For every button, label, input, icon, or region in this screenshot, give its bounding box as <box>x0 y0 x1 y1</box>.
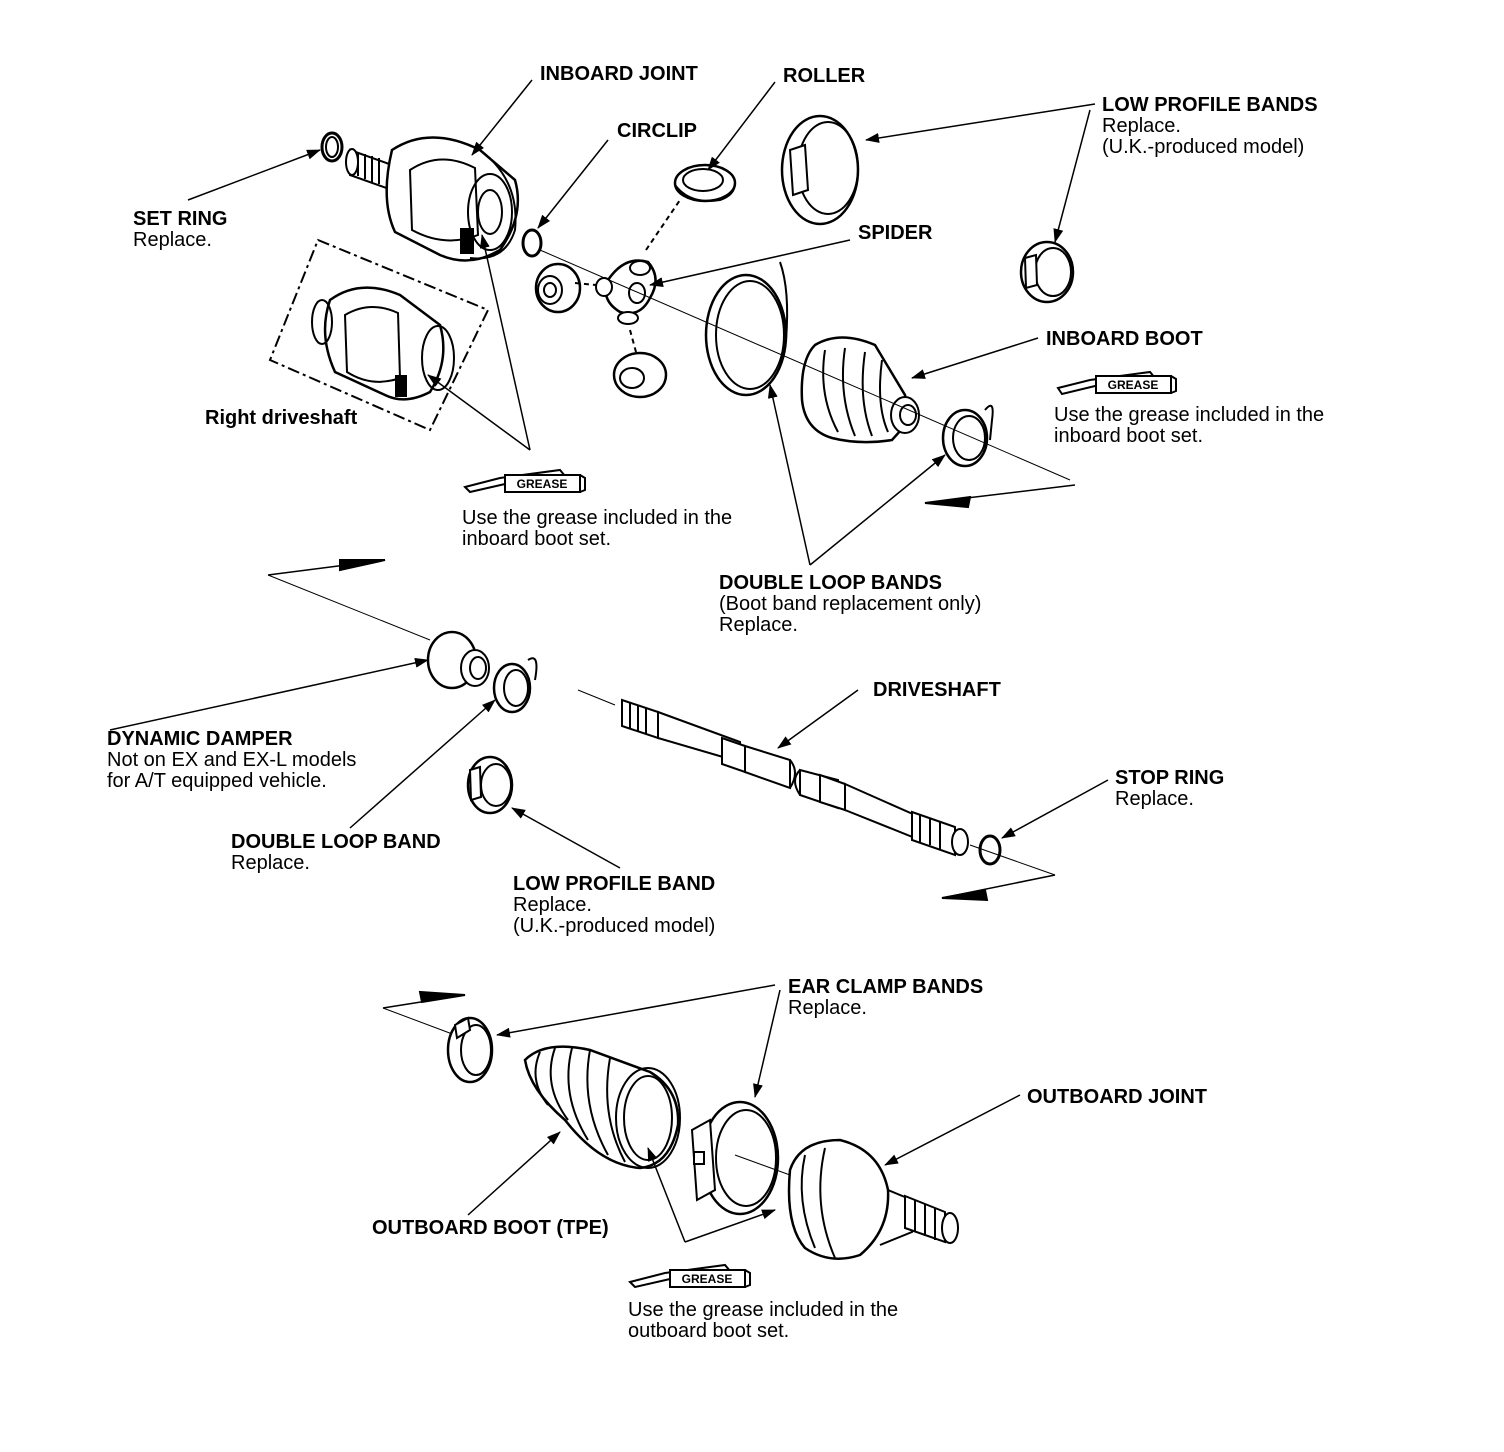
double-loop-band-mid <box>492 657 538 714</box>
ear-clamp-band-small <box>446 1016 494 1084</box>
inboard-joint-part <box>345 136 520 262</box>
spider-bearing-bottom <box>612 351 668 399</box>
right-driveshaft-inset <box>268 238 490 432</box>
outboard-boot-part <box>523 1045 681 1170</box>
label-inboard-boot: INBOARD BOOT <box>1046 328 1203 350</box>
circlip-part <box>521 228 543 258</box>
label-inboard-joint: INBOARD JOINT <box>540 63 698 85</box>
dynamic-damper-part <box>426 630 490 690</box>
grease-tube-icon <box>1056 370 1177 396</box>
double-loop-band-small <box>941 404 994 468</box>
low-profile-band-large <box>780 114 860 226</box>
label-roller: ROLLER <box>783 65 866 87</box>
stop-ring-part <box>978 834 1002 866</box>
driveshaft-part <box>577 689 969 857</box>
label-circlip: CIRCLIP <box>617 120 697 142</box>
label-dynamic-damper: DYNAMIC DAMPER Not on EX and EX-L models… <box>107 728 357 792</box>
grease-tube-label: GREASE <box>517 477 568 491</box>
label-ear-clamp-bands: EAR CLAMP BANDS Replace. <box>788 976 984 1019</box>
label-outboard-boot: OUTBOARD BOOT (TPE) <box>372 1217 609 1239</box>
label-grease-inboard-right: Use the grease included in the inboard b… <box>1054 404 1325 447</box>
label-double-loop-bands: DOUBLE LOOP BANDS (Boot band replacement… <box>719 572 982 636</box>
grease-tube-label: GREASE <box>1108 378 1159 392</box>
spider-bearing-left <box>534 262 582 314</box>
label-driveshaft: DRIVESHAFT <box>873 679 1001 701</box>
low-profile-band-small <box>1019 240 1075 304</box>
roller-part <box>673 163 737 203</box>
label-set-ring: SET RING Replace. <box>133 208 228 251</box>
label-spider: SPIDER <box>858 222 933 244</box>
label-low-profile-bands: LOW PROFILE BANDS Replace. (U.K.-produce… <box>1102 94 1318 158</box>
label-double-loop-band: DOUBLE LOOP BAND Replace. <box>231 831 441 874</box>
label-grease-outboard: Use the grease included in the outboard … <box>628 1299 899 1342</box>
outboard-joint-part <box>787 1138 959 1260</box>
label-low-profile-band: LOW PROFILE BAND Replace. (U.K.-produced… <box>513 873 716 937</box>
label-right-driveshaft: Right driveshaft <box>205 407 358 429</box>
set-ring-part <box>320 131 344 163</box>
grease-tube-label: GREASE <box>682 1272 733 1286</box>
ear-clamp-band-large <box>690 1100 780 1216</box>
inboard-boot-part <box>800 336 920 444</box>
grease-tube-icon <box>628 1263 751 1289</box>
low-profile-band-mid <box>466 755 514 815</box>
grease-tube-icon <box>463 468 586 494</box>
leader-lines <box>109 79 1109 1243</box>
spider-part <box>595 259 657 325</box>
label-outboard-joint: OUTBOARD JOINT <box>1027 1086 1207 1108</box>
label-grease-inboard-left: Use the grease included in the inboard b… <box>462 507 733 550</box>
label-stop-ring: STOP RING Replace. <box>1115 767 1225 810</box>
double-loop-band-large <box>704 261 789 397</box>
